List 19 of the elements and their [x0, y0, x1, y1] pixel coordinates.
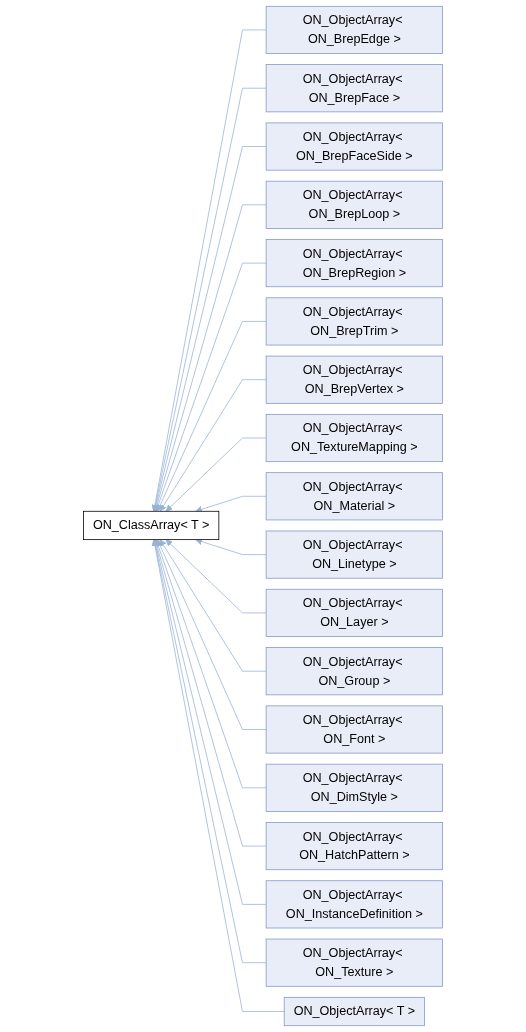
node-box: ON_ObjectArray< ON_Group > [265, 647, 443, 696]
node-box: ON_ObjectArray< T > [283, 996, 425, 1027]
node-box: ON_ObjectArray< ON_DimStyle > [265, 763, 443, 812]
node-box: ON_ObjectArray< ON_BrepRegion > [265, 239, 443, 288]
node-box: ON_ObjectArray< ON_BrepTrim > [265, 297, 443, 346]
node-box: ON_ObjectArray< ON_Linetype > [265, 530, 443, 579]
node-box: ON_ObjectArray< ON_Texture > [265, 938, 443, 987]
node-box: ON_ObjectArray< ON_TextureMapping > [265, 414, 443, 463]
node-box: ON_ObjectArray< ON_Font > [265, 705, 443, 754]
node-box: ON_ObjectArray< ON_BrepEdge > [265, 5, 443, 54]
node-box: ON_ObjectArray< ON_BrepFaceSide > [265, 122, 443, 171]
node-box: ON_ObjectArray< ON_HatchPattern > [265, 822, 443, 871]
node-box: ON_ObjectArray< ON_Material > [265, 472, 443, 521]
node-box: ON_ObjectArray< ON_InstanceDefinition > [265, 880, 443, 929]
node-box: ON_ObjectArray< ON_Layer > [265, 588, 443, 637]
node-box: ON_ObjectArray< ON_BrepLoop > [265, 180, 443, 229]
node-box: ON_ObjectArray< ON_BrepFace > [265, 64, 443, 113]
node-box: ON_ClassArray< T > [83, 510, 220, 541]
node-box: ON_ObjectArray< ON_BrepVertex > [265, 355, 443, 404]
